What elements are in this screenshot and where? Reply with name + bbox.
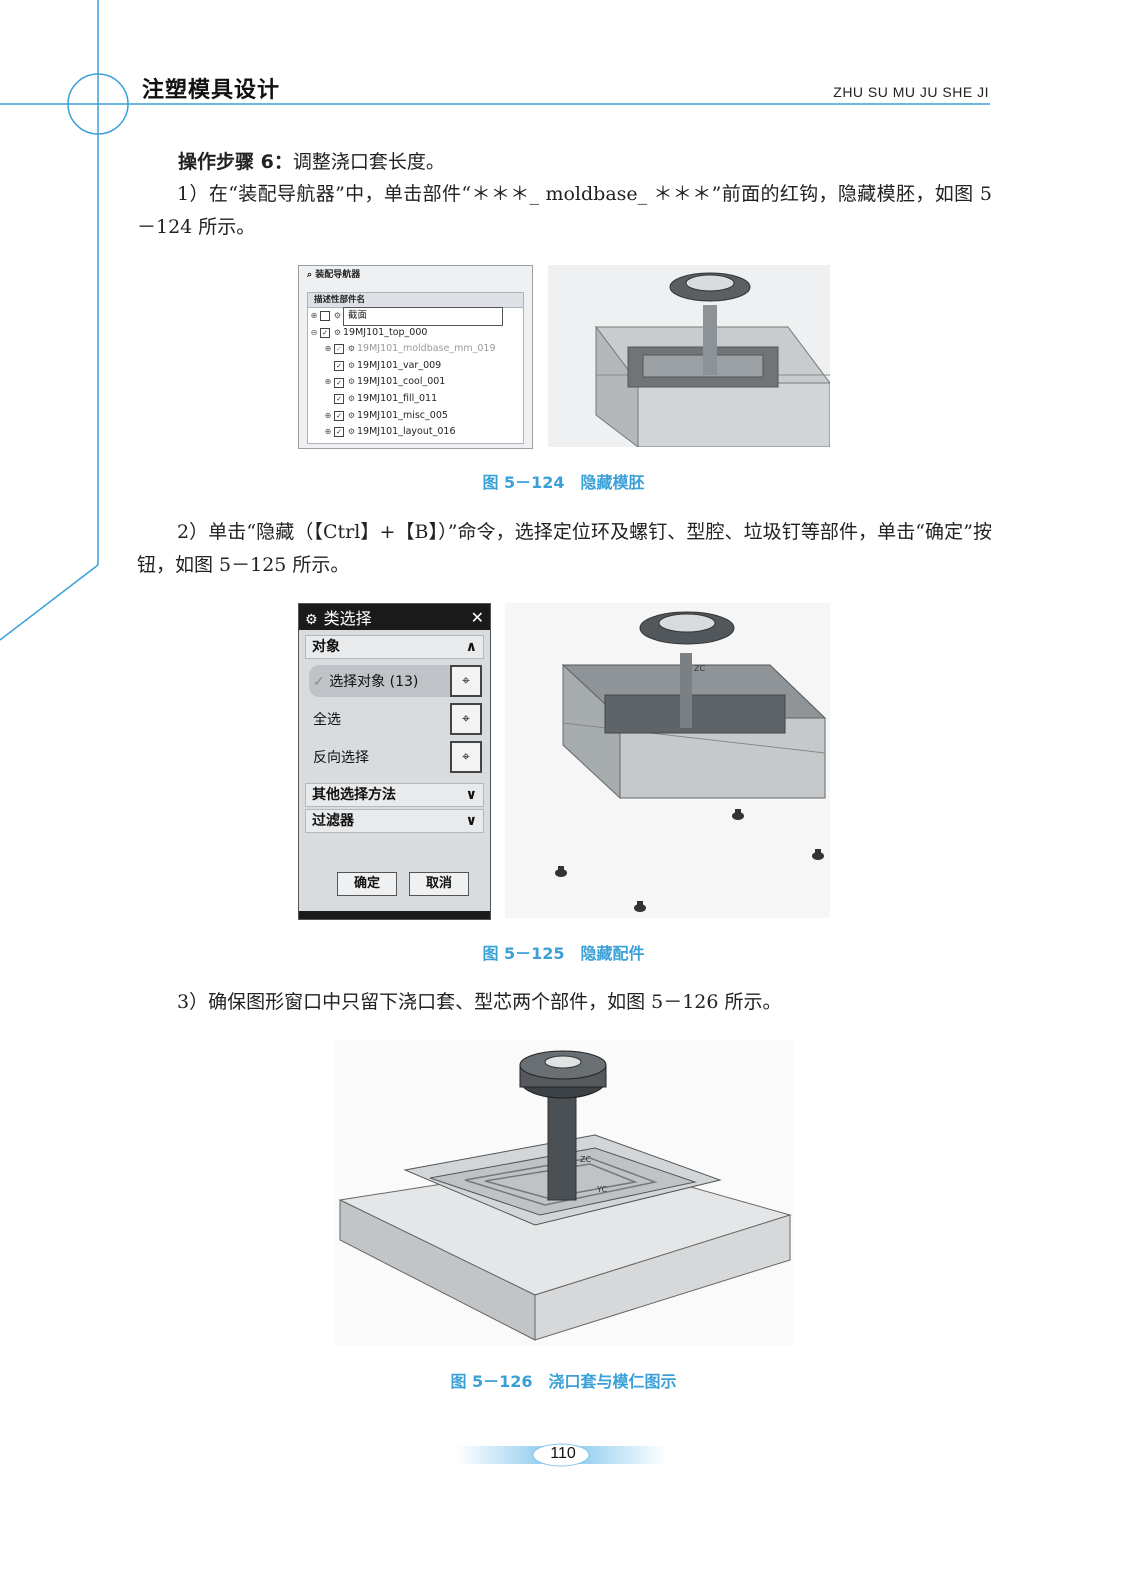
class-selection-dialog: ⚙ 类选择 ✕ 对象 ∧ ✓ 选择对象 (13) ⌖ 全选 ⌖ 反向选择 ⌖ 其他选…	[298, 603, 491, 920]
step-text: 调整浇口套长度。	[292, 151, 445, 173]
dialog-buttons: 确定 取消	[337, 872, 469, 896]
step-label: 操作步骤 6：	[178, 151, 293, 173]
invert-selection-row[interactable]: 反向选择 ⌖	[313, 741, 482, 773]
dialog-bottom-bar	[299, 911, 490, 919]
parts-hidden-3d-view: ZC	[505, 603, 830, 918]
expand-toggle-icon[interactable]: ⊕	[324, 377, 332, 387]
ejector-pins	[555, 809, 824, 912]
select-all-row[interactable]: 全选 ⌖	[313, 703, 482, 735]
section-filter[interactable]: 过滤器 ∨	[305, 809, 484, 833]
assembly-navigator-panel: ⌕ 装配导航器 描述性部件名 ⊕⚙截面⊖✓⚙19MJ101_top_000⊕✓⚙…	[298, 265, 533, 449]
step-heading: 操作步骤 6：调整浇口套长度。	[178, 147, 445, 174]
dialog-titlebar: ⚙ 类选择 ✕	[299, 604, 490, 630]
book-title-pinyin: ZHU SU MU JU SHE JI	[833, 84, 989, 100]
expand-toggle-icon[interactable]: ⊖	[310, 327, 318, 337]
visibility-checkbox[interactable]: ✓	[334, 410, 344, 421]
assembly-icon: ⚙	[347, 344, 356, 354]
navigator-row[interactable]: ✓⚙19MJ101_fill_011	[308, 391, 523, 408]
section-object[interactable]: 对象 ∧	[305, 635, 484, 659]
navigator-row-label: 19MJ101_var_009	[357, 359, 442, 371]
invert-selection-icon[interactable]: ⌖	[450, 741, 482, 773]
cancel-button[interactable]: 取消	[409, 872, 469, 896]
visibility-checkbox[interactable]	[320, 311, 330, 322]
select-all-icon[interactable]: ⌖	[450, 703, 482, 735]
other-methods-label: 其他选择方法	[312, 787, 396, 803]
figure-125-caption: 图 5－125 隐藏配件	[482, 944, 645, 963]
section-object-label: 对象	[312, 639, 340, 655]
assembly-icon: ⚙	[347, 393, 356, 403]
chevron-down-icon: ∨	[465, 813, 477, 829]
assembly-icon: ⚙	[333, 327, 342, 337]
filter-label: 过滤器	[312, 813, 354, 829]
expand-toggle-icon[interactable]: ⊕	[324, 344, 332, 354]
visibility-checkbox[interactable]: ✓	[334, 377, 344, 388]
page-number: 110	[550, 1445, 576, 1462]
chevron-down-icon: ∨	[465, 787, 477, 803]
navigator-tree: 描述性部件名 ⊕⚙截面⊖✓⚙19MJ101_top_000⊕✓⚙19MJ101_…	[307, 292, 524, 444]
navigator-row-label: 19MJ101_moldbase_mm_019	[357, 343, 496, 355]
navigator-pin-icon: ⌕	[307, 270, 313, 280]
navigator-row[interactable]: ⊕ ⚙截面	[308, 307, 523, 326]
expand-toggle-icon[interactable]: ⊕	[324, 427, 332, 437]
navigator-row-label: 19MJ101_cool_001	[357, 376, 446, 388]
crosshair-icon[interactable]: ⌖	[450, 665, 482, 697]
visibility-checkbox[interactable]: ✓	[334, 394, 344, 405]
page-number-banner	[456, 1443, 666, 1467]
close-icon[interactable]: ✕	[470, 607, 484, 627]
visibility-checkbox[interactable]: ✓	[334, 344, 344, 355]
navigator-row-label: 19MJ101_layout_016	[357, 426, 456, 438]
ok-button[interactable]: 确定	[337, 872, 397, 896]
assembly-icon: ⚙	[347, 427, 356, 437]
zc-axis-label: ZC	[694, 664, 705, 673]
select-objects-row[interactable]: ✓ 选择对象 (13) ⌖	[309, 665, 482, 697]
invert-selection-label: 反向选择	[313, 750, 369, 766]
section-other-methods[interactable]: 其他选择方法 ∨	[305, 783, 484, 807]
navigator-column-header: 描述性部件名	[308, 293, 523, 308]
zc-axis-label: ZC	[580, 1155, 591, 1164]
figure-124-caption: 图 5－124 隐藏模胚	[482, 473, 645, 492]
visibility-checkbox[interactable]: ✓	[334, 361, 344, 372]
navigator-title: ⌕ 装配导航器	[299, 266, 532, 284]
paragraph-2: 2）单击“隐藏（【Ctrl】+【B】）”命令，选择定位环及螺钉、型腔、垃圾钉等部…	[137, 521, 992, 576]
assembly-icon: ⚙	[347, 410, 356, 420]
expand-toggle-icon[interactable]: ⊕	[324, 410, 332, 420]
select-objects-label: 选择对象 (13)	[329, 674, 419, 690]
assembly-icon: ⚙	[347, 360, 356, 370]
chevron-up-icon: ∧	[465, 639, 477, 655]
navigator-row[interactable]: ⊖✓⚙19MJ101_top_000	[308, 325, 523, 342]
navigator-title-text: 装配导航器	[315, 270, 361, 280]
moldbase-hidden-3d-view	[548, 265, 830, 447]
select-all-label: 全选	[313, 712, 341, 728]
paragraph-1: 1）在“装配导航器”中，单击部件“＊＊＊_ moldbase_ ＊＊＊”前面的红…	[137, 183, 992, 238]
assembly-icon: ⚙	[333, 311, 342, 320]
visibility-checkbox[interactable]: ✓	[320, 327, 330, 338]
navigator-row[interactable]: ✓⚙19MJ101_var_009	[308, 358, 523, 375]
navigator-row-label: 19MJ101_fill_011	[357, 392, 438, 404]
bushing-and-core-3d-view: ZC YC	[335, 1040, 793, 1345]
navigator-row-label: 19MJ101_top_000	[343, 326, 428, 338]
navigator-row-label: 19MJ101_misc_005	[357, 409, 448, 421]
navigator-row[interactable]: ⊕✓⚙19MJ101_layout_016	[308, 424, 523, 441]
paragraph-3: 3）确保图形窗口中只留下浇口套、型芯两个部件，如图 5－126 所示。	[177, 991, 782, 1013]
navigator-row[interactable]: ⊕✓⚙19MJ101_misc_005	[308, 408, 523, 425]
navigator-row[interactable]: ⊕✓⚙19MJ101_cool_001	[308, 374, 523, 391]
gear-icon[interactable]: ⚙	[305, 612, 318, 628]
dialog-title: 类选择	[323, 609, 372, 628]
expand-toggle-icon[interactable]: ⊕	[310, 311, 318, 320]
figure-126-caption: 图 5－126 浇口套与模仁图示	[450, 1372, 677, 1391]
visibility-checkbox[interactable]: ✓	[334, 427, 344, 438]
assembly-icon: ⚙	[347, 377, 356, 387]
yc-axis-label: YC	[596, 1185, 607, 1194]
check-icon: ✓	[313, 674, 325, 690]
navigator-row-label: 截面	[343, 307, 503, 326]
book-title: 注塑模具设计	[142, 78, 281, 103]
navigator-row[interactable]: ⊕✓⚙19MJ101_moldbase_mm_019	[308, 341, 523, 358]
